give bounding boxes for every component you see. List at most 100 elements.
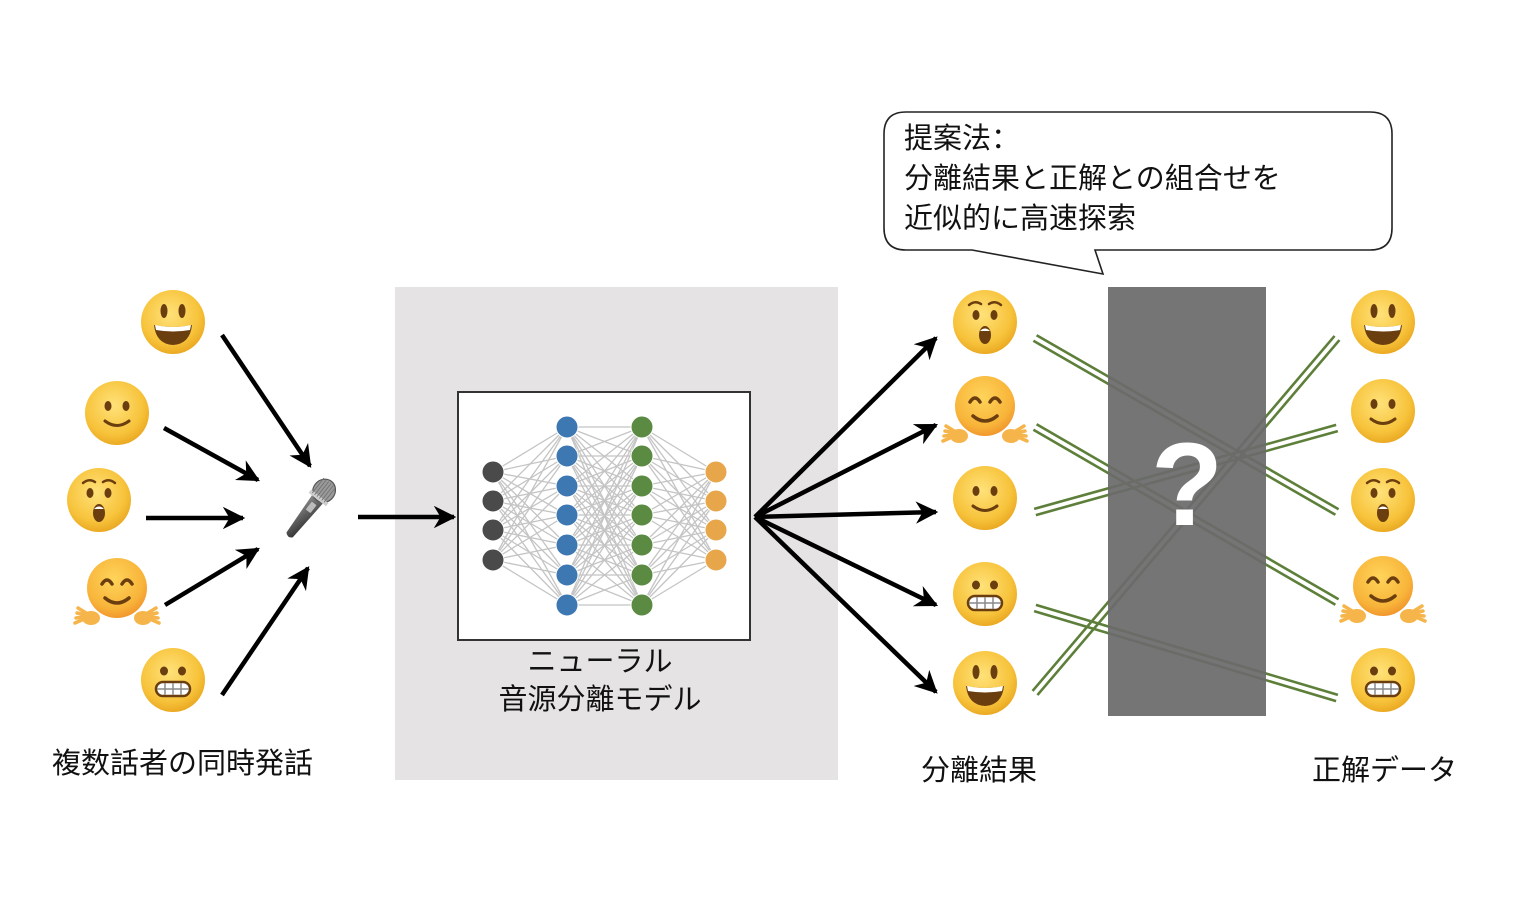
network-edge	[566, 426, 643, 457]
truth-grinning-face-emoji	[1351, 290, 1415, 354]
model-output-arrow	[753, 422, 939, 520]
hand-icon	[941, 424, 968, 443]
network-node	[481, 518, 505, 542]
hand-icon	[1339, 604, 1366, 623]
network-edge	[566, 514, 643, 606]
network-edge	[492, 455, 568, 561]
network-edge	[566, 544, 643, 606]
network-edge	[492, 426, 568, 473]
network-edge	[641, 559, 717, 606]
model-output-arrow	[754, 514, 939, 608]
callout-line: 近似的に高速探索	[904, 201, 1137, 235]
model-label-line2: 音源分離モデル	[498, 682, 702, 716]
network-node	[555, 503, 579, 527]
separated-results-label: 分離結果	[921, 753, 1038, 787]
network-edge	[641, 471, 717, 576]
model-label-line1: ニューラル	[527, 644, 673, 678]
model-output-arrow	[754, 501, 939, 524]
unknown-permutation-question-mark: ?	[1150, 419, 1224, 551]
network-node	[630, 474, 654, 498]
ground-truth-label: 正解データ	[1312, 753, 1458, 787]
hand-icon	[73, 606, 100, 625]
network-node	[630, 503, 654, 527]
network-edge	[492, 426, 568, 531]
hand-icon	[1400, 604, 1427, 623]
network-layer-4	[704, 460, 728, 572]
network-edge	[641, 471, 717, 606]
microphone-icon	[286, 477, 337, 538]
network-edge	[492, 485, 568, 561]
speaker-to-mic-arrow	[220, 566, 310, 697]
network-edge	[641, 529, 717, 606]
speaker-grinning-face-emoji	[141, 290, 205, 354]
network-layer-1	[481, 460, 505, 572]
speaker-to-mic-arrow	[220, 333, 312, 468]
truth-grimacing-face-emoji	[1351, 648, 1415, 712]
hand-icon	[1002, 424, 1029, 443]
network-layer-3	[630, 415, 654, 617]
callout-line: 分離結果と正解との組合せを	[904, 161, 1281, 195]
network-edge	[641, 471, 717, 516]
hand-icon	[134, 606, 161, 625]
network-edge	[566, 426, 643, 606]
network-node	[481, 548, 505, 572]
network-edge	[492, 426, 568, 561]
network-edge	[492, 544, 568, 561]
network-node	[555, 593, 579, 617]
speaker-to-mic-arrow	[163, 547, 260, 607]
speaker-to-mic-arrow	[162, 426, 260, 482]
unknown-permutation-box	[1108, 287, 1266, 716]
separated-hushed-face-emoji	[953, 290, 1017, 354]
network-edge	[641, 471, 717, 546]
network-edge	[492, 426, 568, 502]
network-node	[630, 415, 654, 439]
network-node	[704, 460, 728, 484]
network-edge	[566, 426, 643, 576]
network-node	[630, 533, 654, 557]
network-node	[555, 444, 579, 468]
speakers-label: 複数話者の同時発話	[52, 746, 314, 780]
network-node	[555, 563, 579, 587]
network-edge	[492, 514, 568, 561]
network-edge	[566, 426, 643, 487]
network-edge	[566, 426, 643, 516]
separated-grinning-face-emoji	[953, 651, 1017, 715]
speaker-slightly-smiling-face-emoji	[85, 381, 149, 445]
network-node	[630, 444, 654, 468]
network-edge	[641, 426, 717, 473]
truth-hugging-face-emoji	[1339, 556, 1427, 623]
network-node	[704, 548, 728, 572]
network-edges	[492, 426, 717, 606]
network-edge	[641, 455, 717, 473]
callout-line: 提案法：	[904, 121, 1021, 155]
callout-text: 提案法： 分離結果と正解との組合せを 近似的に高速探索	[904, 118, 1281, 238]
model-output-arrow	[753, 336, 938, 519]
speaker-hushed-face-emoji	[67, 468, 131, 532]
network-edge	[566, 485, 643, 606]
separated-slightly-smiling-face-emoji	[953, 466, 1017, 530]
network-edge	[492, 559, 568, 606]
speaker-hugging-face-emoji	[73, 558, 161, 625]
network-node	[555, 415, 579, 439]
network-node	[630, 563, 654, 587]
truth-slightly-smiling-face-emoji	[1351, 379, 1415, 443]
separated-hugging-face-emoji	[941, 376, 1029, 443]
network-edge	[641, 471, 717, 487]
callout-bubble	[883, 111, 1393, 276]
network-edge	[566, 455, 643, 606]
network-node	[481, 489, 505, 513]
truth-hushed-face-emoji	[1351, 468, 1415, 532]
network-layer-2	[555, 415, 579, 617]
network-node	[481, 460, 505, 484]
network-edge	[641, 500, 717, 606]
speaker-grimacing-face-emoji	[141, 648, 205, 712]
network-node	[704, 518, 728, 542]
network-edge	[492, 559, 568, 576]
network-edge	[566, 574, 643, 606]
model-output-arrow	[753, 515, 938, 694]
network-edge	[566, 426, 643, 546]
network-node	[555, 533, 579, 557]
network-node	[555, 474, 579, 498]
